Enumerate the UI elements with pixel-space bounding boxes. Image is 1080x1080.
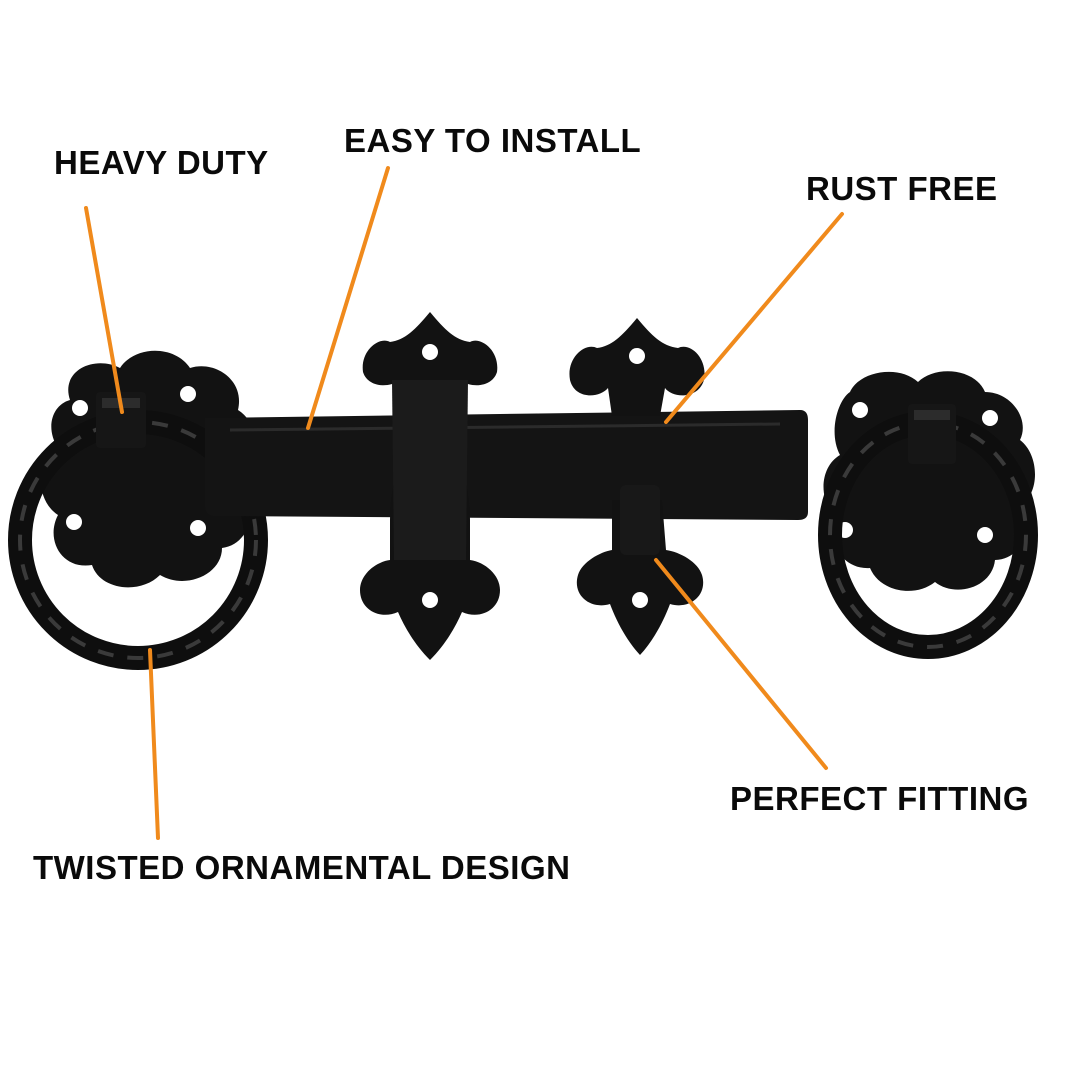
callout-easy-to-install: EASY TO INSTALL xyxy=(344,122,642,159)
leader-twisted-design xyxy=(148,648,160,840)
bar-highlight xyxy=(229,422,781,432)
right-screw-hole-4 xyxy=(977,527,993,543)
left-ring-handle-icon xyxy=(8,350,268,670)
right-bracket-hole-top xyxy=(629,348,645,364)
catch-hook xyxy=(620,485,660,555)
leader-rust-free xyxy=(664,212,844,424)
callout-perfect-fitting: PERFECT FITTING xyxy=(730,780,1029,817)
right-ring-handle-icon xyxy=(818,371,1038,659)
callout-twisted-design: TWISTED ORNAMENTAL DESIGN xyxy=(33,849,571,886)
callout-heavy-duty: HEAVY DUTY xyxy=(54,144,269,181)
catch-plate-icon xyxy=(576,485,704,655)
left-keeper-hole-top xyxy=(422,344,438,360)
left-screw-hole-2 xyxy=(180,386,196,402)
left-screw-hole-1 xyxy=(72,400,88,416)
leader-perfect-fitting xyxy=(654,558,828,770)
leader-easy-to-install xyxy=(306,166,390,430)
left-fleur-keeper-icon xyxy=(360,312,500,660)
callout-rust-free: RUST FREE xyxy=(806,170,998,207)
left-keeper-hole-bottom xyxy=(422,592,438,608)
catch-hole xyxy=(632,592,648,608)
leader-lines xyxy=(84,166,844,840)
right-screw-hole-2 xyxy=(982,410,998,426)
right-hub-highlight xyxy=(914,410,950,420)
leader-heavy-duty xyxy=(84,206,124,414)
left-screw-hole-3 xyxy=(66,514,82,530)
left-screw-hole-4 xyxy=(190,520,206,536)
right-screw-hole-1 xyxy=(852,402,868,418)
left-keeper-strap xyxy=(392,380,468,560)
right-fleur-bracket-icon xyxy=(569,318,705,416)
